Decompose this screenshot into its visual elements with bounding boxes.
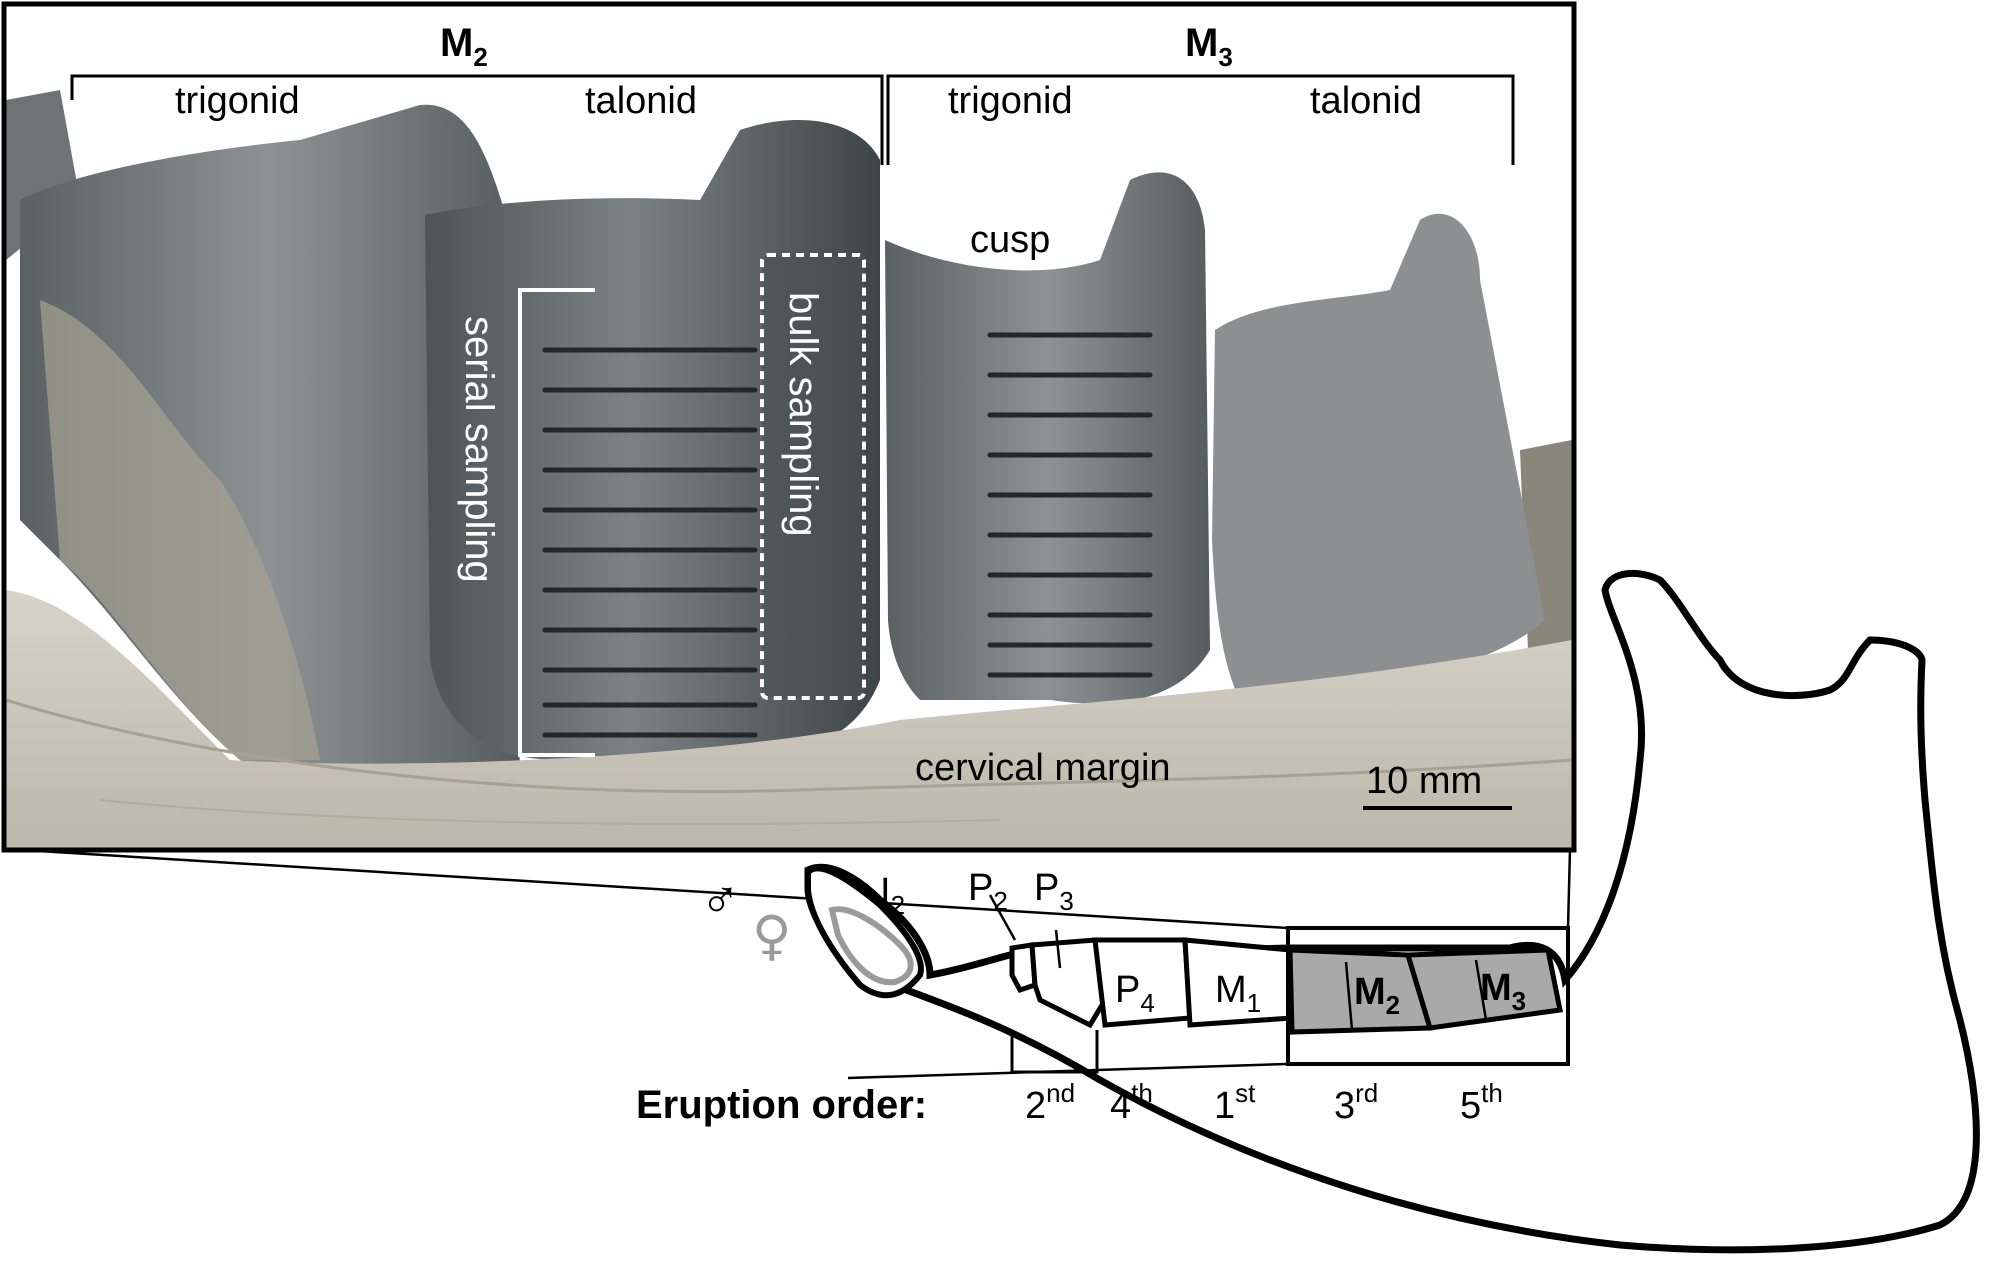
m1-label: M1 — [1215, 969, 1261, 1018]
m3-tooth-label: M3 — [1480, 967, 1526, 1016]
serial-sampling-grooves — [542, 347, 758, 738]
p4-label: P4 — [1115, 969, 1155, 1018]
m3-tooth — [1404, 947, 1563, 1031]
m3-bracket — [886, 74, 1515, 165]
female-incisor-outline — [828, 906, 914, 986]
male-symbol: ♂ — [700, 870, 741, 930]
i2-label: I2 — [880, 871, 905, 920]
m2-talonid-label: talonid — [585, 80, 697, 122]
bulk-sampling-box — [760, 253, 866, 700]
m3-trigonid-label: trigonid — [948, 80, 1073, 122]
p2-label: P2 — [968, 867, 1008, 916]
eruption-order-m2: 3rd — [1334, 1078, 1378, 1127]
female-symbol: ♀ — [752, 904, 792, 967]
m3-label: M3 — [1185, 21, 1233, 72]
m2-tooth-label: M2 — [1354, 971, 1400, 1020]
eruption-order-m1: 1st — [1214, 1078, 1256, 1127]
eruption-order-p4: 4th — [1110, 1078, 1153, 1127]
m2-trigonid-label: trigonid — [175, 80, 300, 122]
serial-sampling-label: serial sampling — [457, 316, 501, 583]
serial-sampling-bracket — [518, 288, 595, 757]
tooth-row — [1009, 937, 1563, 1035]
cervical-margin-label: cervical margin — [915, 747, 1171, 789]
zoom-line-right — [1566, 848, 1572, 929]
scale-bar-label: 10 mm — [1366, 760, 1482, 802]
m3-talonid-label: talonid — [1310, 80, 1422, 122]
p3-label: P3 — [1034, 867, 1074, 916]
zoom-line-upper — [5, 847, 1289, 930]
p2-tooth — [1009, 942, 1038, 994]
bulk-sampling-label: bulk sampling — [781, 292, 825, 537]
m3-sampling-grooves — [987, 332, 1153, 678]
eruption-order-label: Eruption order: — [636, 1083, 927, 1127]
cusp-label: cusp — [970, 219, 1050, 261]
mandible-outline — [804, 569, 1980, 1254]
incisor-tooth — [805, 865, 924, 999]
photo-frame — [1, 1, 1577, 853]
m2-label: M2 — [440, 21, 488, 72]
zoom-region-box — [1286, 926, 1570, 1066]
premolar-bracket — [1010, 1030, 1099, 1074]
eruption-order-m3: 5th — [1460, 1078, 1503, 1127]
m2-bracket — [70, 74, 884, 165]
eruption-order-p2p3: 2nd — [1025, 1078, 1075, 1127]
